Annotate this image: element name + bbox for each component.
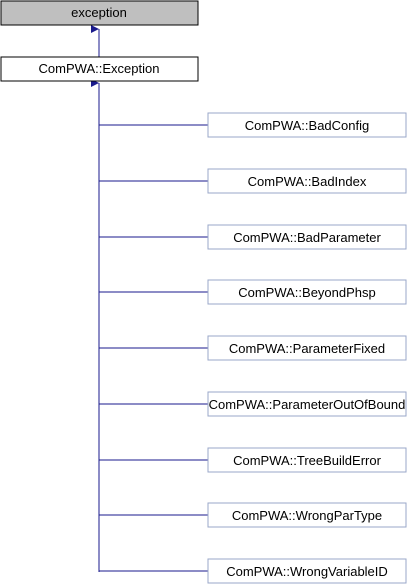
class-node-compwa-badindex-label: ComPWA::BadIndex [248,174,367,189]
class-node-compwa-badparameter-box [207,224,407,250]
derived-class-nodes: ComPWA::BadConfigComPWA::BadIndexComPWA:… [207,112,407,584]
class-node-compwa-badconfig-label: ComPWA::BadConfig [245,118,370,133]
class-node-compwa-wrongpartype[interactable]: ComPWA::WrongParType [207,502,407,528]
class-node-compwa-badparameter-label: ComPWA::BadParameter [233,230,381,245]
class-node-compwa-badconfig-box [207,112,407,138]
class-node-exception-box [0,0,199,26]
inheritance-edges [91,25,208,572]
class-node-exception[interactable]: exception [0,0,199,26]
class-node-compwa-exception-box [0,56,199,82]
class-node-compwa-wrongvariableid[interactable]: ComPWA::WrongVariableID [207,558,407,584]
class-node-compwa-wrongvariableid-label: ComPWA::WrongVariableID [226,564,388,579]
class-node-compwa-treebuilderror-box [207,447,407,473]
class-node-compwa-badindex[interactable]: ComPWA::BadIndex [207,168,407,194]
class-node-compwa-badparameter[interactable]: ComPWA::BadParameter [207,224,407,250]
class-node-compwa-treebuilderror-label: ComPWA::TreeBuildError [233,453,382,468]
class-node-compwa-beyondphsp-label: ComPWA::BeyondPhsp [238,285,376,300]
class-node-compwa-badconfig[interactable]: ComPWA::BadConfig [207,112,407,138]
edge-branches [99,124,208,572]
class-node-compwa-parameterfixed[interactable]: ComPWA::ParameterFixed [207,335,407,361]
class-node-compwa-wrongpartype-box [207,502,407,528]
class-node-compwa-treebuilderror[interactable]: ComPWA::TreeBuildError [207,447,407,473]
class-node-compwa-exception[interactable]: ComPWA::Exception [0,56,199,82]
class-node-compwa-wrongvariableid-box [207,558,407,584]
class-node-compwa-parameteroutofbound[interactable]: ComPWA::ParameterOutOfBound [207,391,407,417]
class-node-exception-label: exception [71,5,127,20]
class-node-compwa-parameteroutofbound-box [207,391,407,417]
class-node-compwa-wrongpartype-label: ComPWA::WrongParType [232,508,382,523]
class-node-compwa-beyondphsp-box [207,279,407,305]
class-node-compwa-beyondphsp[interactable]: ComPWA::BeyondPhsp [207,279,407,305]
class-node-compwa-parameterfixed-box [207,335,407,361]
class-node-compwa-parameterfixed-label: ComPWA::ParameterFixed [229,341,385,356]
class-node-compwa-exception-label: ComPWA::Exception [39,61,160,76]
class-node-compwa-parameteroutofbound-label: ComPWA::ParameterOutOfBound [209,397,406,412]
class-node-compwa-badindex-box [207,168,407,194]
